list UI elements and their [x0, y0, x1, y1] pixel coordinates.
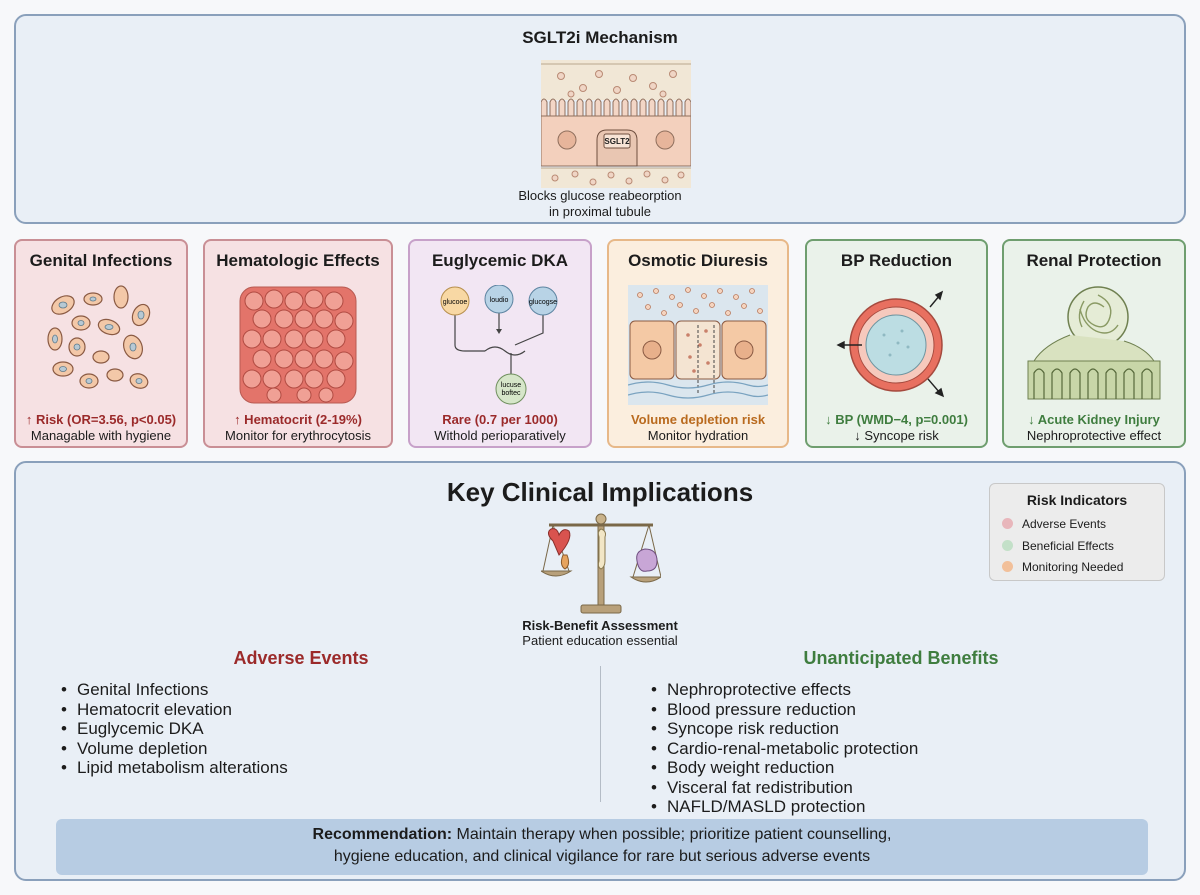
list-item: Body weight reduction [667, 758, 918, 778]
node-label-d1: lucuse [501, 382, 521, 389]
legend-title: Risk Indicators [1026, 492, 1128, 508]
card-note: Nephroprotective effect [1026, 428, 1162, 443]
legend-item-adverse: Adverse Events [1002, 517, 1106, 531]
card-euglycemic-dka: Euglycemic DKA glucooe loudio glucogse l… [408, 239, 592, 448]
card-hematologic-effects: Hematologic Effects ↑ Hematocrit (2-19%)… [203, 239, 393, 448]
list-item: Lipid metabolism alterations [77, 758, 288, 778]
monitoring-swatch-icon [1002, 561, 1013, 572]
card-note: Monitor hydration [647, 428, 749, 443]
card-title: BP Reduction [840, 251, 953, 270]
list-item: NAFLD/MASLD protection [667, 797, 918, 817]
list-item: Blood pressure reduction [667, 700, 918, 720]
list-item: Cardio-renal-metabolic protection [667, 739, 918, 759]
list-item: Syncope risk reduction [667, 719, 918, 739]
blood-vessel-icon [835, 290, 944, 398]
card-stat: ↓ Acute Kidney Injury [1028, 412, 1160, 427]
legend-item-beneficial: Beneficial Effects [1002, 539, 1114, 553]
card-title: Hematologic Effects [216, 251, 380, 270]
card-note: Withold perioparatively [434, 428, 566, 443]
legend-item-monitoring: Monitoring Needed [1002, 560, 1123, 574]
list-item: Volume depletion [77, 739, 288, 759]
implications-title: Key Clinical Implications [446, 477, 754, 507]
card-bp-reduction: BP Reduction ↓ BP (WMD−4, p=0.001) ↓ Syn… [805, 239, 988, 448]
card-stat: Rare (0.7 per 1000) [442, 412, 558, 427]
assessment-title: Risk-Benefit Assessment [522, 618, 678, 633]
list-item: Nephroprotective effects [667, 680, 918, 700]
recommendation-line2: hygiene education, and clinical vigilanc… [333, 848, 871, 865]
tubule-cells-icon [628, 285, 768, 405]
legend-label: Adverse Events [1022, 517, 1107, 531]
legend-label: Beneficial Effects [1022, 539, 1114, 553]
red-blood-cells-icon [239, 286, 357, 404]
card-note: Monitor for erythrocytosis [225, 428, 371, 443]
column-divider [600, 666, 601, 802]
recommendation-box: Recommendation: Maintain therapy when po… [56, 819, 1148, 875]
adverse-events-list: Genital Infections Hematocrit elevation … [77, 680, 288, 778]
list-item: Genital Infections [77, 680, 288, 700]
list-item: Visceral fat redistribution [667, 778, 918, 798]
card-title: Osmotic Diuresis [628, 251, 768, 270]
recommendation-line1: Recommendation: Maintain therapy when po… [56, 826, 1148, 844]
benefits-heading: Unanticipated Benefits [803, 648, 999, 668]
mechanism-caption-line2: in proximal tubule [549, 204, 651, 219]
card-title: Renal Protection [1026, 251, 1162, 270]
assessment-subtitle: Patient education essential [522, 633, 678, 648]
node-label-d2: boftec [501, 390, 521, 397]
recommendation-label: Recommendation: [312, 826, 453, 843]
mechanism-title: SGLT2i Mechanism [522, 28, 678, 47]
card-note: ↓ Syncope risk [854, 428, 939, 443]
card-renal-protection: Renal Protection ↓ Acute Kidney Injury N… [1002, 239, 1186, 448]
risk-legend: Risk Indicators Adverse Events Beneficia… [989, 483, 1165, 581]
sglt2-label: SGLT2 [604, 137, 630, 146]
glomerulus-icon [1027, 286, 1161, 400]
benefits-list: Nephroprotective effects Blood pressure … [667, 680, 918, 817]
legend-label: Monitoring Needed [1022, 560, 1124, 574]
adverse-events-heading: Adverse Events [233, 648, 369, 668]
adverse-swatch-icon [1002, 518, 1013, 529]
proximal-tubule-illustration: SGLT2 [541, 60, 691, 188]
beneficial-swatch-icon [1002, 540, 1013, 551]
card-genital-infections: Genital Infections ↑ Risk (OR=3. [14, 239, 188, 448]
balance-scale-icon [541, 513, 661, 614]
metabolic-pathway-diagram: glucooe loudio glucogse lucuse boftec [440, 285, 558, 405]
mechanism-panel: SGLT2i Mechanism SGLT2 Blocks glucose re… [14, 14, 1186, 224]
yeast-cells-icon [47, 285, 151, 389]
mechanism-caption-line1: Blocks glucose reabeorption [518, 188, 682, 203]
node-label-c: glucogse [529, 299, 557, 306]
recommendation-text1: Maintain therapy when possible; prioriti… [456, 826, 892, 843]
card-title: Genital Infections [29, 251, 173, 270]
card-title: Euglycemic DKA [431, 251, 569, 270]
list-item: Hematocrit elevation [77, 700, 288, 720]
implications-panel: Key Clinical Implications Risk-Benefit A… [14, 461, 1186, 881]
card-note: Managable with hygiene [30, 428, 172, 443]
card-stat: ↓ BP (WMD−4, p=0.001) [825, 412, 968, 427]
list-item: Euglycemic DKA [77, 719, 288, 739]
node-label-a: glucooe [443, 299, 468, 306]
card-stat: ↑ Risk (OR=3.56, p<0.05) [25, 412, 177, 427]
node-label-b: loudio [490, 297, 509, 304]
card-stat: Volume depletion risk [630, 412, 766, 427]
card-stat: ↑ Hematocrit (2-19%) [234, 412, 362, 427]
card-osmotic-diuresis: Osmotic Diuresis Volume depletion risk M… [607, 239, 789, 448]
